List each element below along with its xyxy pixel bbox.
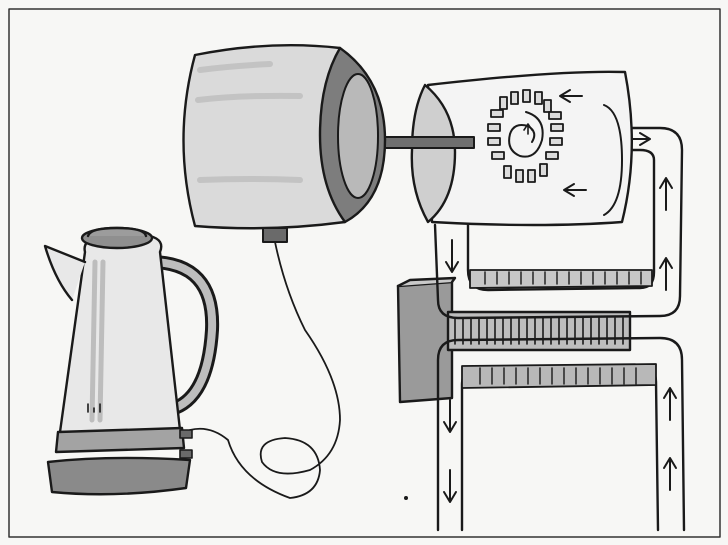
ink-dot <box>404 496 408 500</box>
heater-block <box>398 278 455 402</box>
generator-drum <box>184 45 386 242</box>
